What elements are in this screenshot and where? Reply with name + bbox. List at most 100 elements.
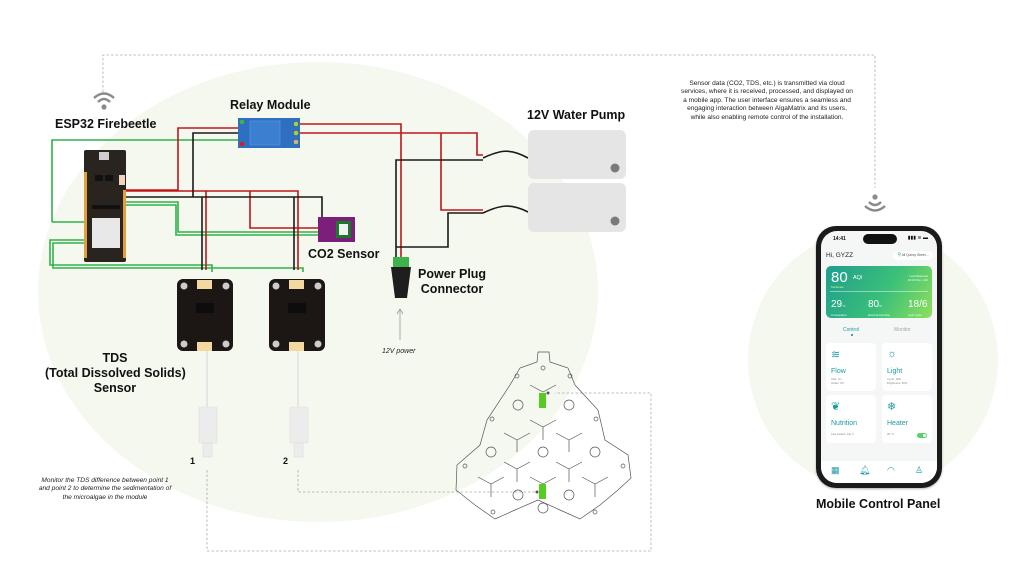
stat-humidity: 80% External Humidity — [868, 294, 890, 317]
water-pump-2 — [528, 183, 626, 232]
card-sub-line: Last Added: July 1 — [831, 432, 854, 436]
tab-control[interactable]: Control — [843, 327, 860, 333]
wifi-signal-icon — [863, 192, 887, 214]
aqi-card: 80 AQI Moderate Last Measured 10:00 Mon,… — [826, 266, 932, 318]
wire-black — [192, 132, 240, 197]
tds-sensor-board-1 — [177, 279, 233, 351]
wire-black — [395, 159, 483, 260]
power-input-label: 12V power — [382, 348, 416, 355]
status-icons: ▮▮▮ ≋ ▬ — [907, 235, 928, 241]
dashboard-icon[interactable]: ▦ — [831, 465, 840, 475]
wire-black — [396, 212, 483, 248]
tds-note-line: and point 2 to determine the sedimentati… — [38, 485, 172, 493]
tds-label-line3: Sensor — [93, 381, 137, 395]
card-subtitle: 28 °C — [887, 432, 895, 437]
sensor-slot-2 — [539, 484, 546, 499]
headset-icon[interactable]: ◠ — [887, 465, 895, 475]
card-nutrition[interactable]: ❦ Nutrition Last Added: July 1 — [826, 395, 876, 443]
wire-black — [108, 196, 323, 225]
cloud-caption: Sensor data (CO2, TDS, etc.) is transmit… — [652, 80, 882, 122]
location-pin-icon: ⚲ — [897, 252, 901, 258]
stat-label: Light Cycle — [908, 313, 922, 317]
bell-icon[interactable]: 🔔︎ — [859, 465, 871, 475]
cloud-caption-line: Sensor data (CO2, TDS, etc.) is transmit… — [689, 80, 845, 87]
power-plug-label: Power Plug Connector — [418, 267, 486, 297]
cloud-caption-line: while also enabling remote control of th… — [690, 113, 844, 121]
bottom-nav: ▦ 🔔︎ ◠ ♙ — [821, 461, 937, 483]
phone-mockup: 14:41 ▮▮▮ ≋ ▬ Hi, GYZZ ⚲ All Quincy Stre… — [816, 226, 942, 488]
wire-red — [249, 191, 322, 229]
card-title: Light — [887, 368, 903, 375]
relay-module-board — [238, 118, 300, 148]
algae-module-panel — [455, 351, 632, 520]
card-sub-line: Outlet: Off — [831, 380, 844, 385]
aqi-value: 80 — [831, 269, 848, 286]
tds-note-line: Monitor the TDS difference between point… — [41, 477, 169, 484]
phone-screen: 14:41 ▮▮▮ ≋ ▬ Hi, GYZZ ⚲ All Quincy Stre… — [821, 231, 937, 483]
card-sub-line: Inlet: On — [831, 377, 842, 381]
stat-value: 18/6 — [908, 299, 928, 310]
stat-unit: % — [879, 304, 882, 308]
wire-red — [300, 123, 402, 260]
tds-point1-link — [206, 392, 652, 552]
esp32-label: ESP32 Firebeetle — [55, 117, 157, 131]
stat-label: External Humidity — [868, 313, 890, 317]
card-sub-line: Cycle: 18/6 — [887, 377, 901, 381]
wire-green — [52, 242, 304, 272]
cloud-link-dashed — [102, 54, 876, 188]
stat-value: 29 — [831, 299, 843, 310]
power-plug-label-line2: Connector — [420, 282, 484, 296]
wire-red — [206, 190, 299, 270]
tab-monitor[interactable]: Monitor — [894, 327, 911, 333]
water-pump-1 — [528, 130, 626, 179]
wire-black — [482, 150, 529, 159]
flow-waves-icon: ≋ — [831, 349, 841, 361]
card-title: Flow — [831, 368, 846, 375]
card-title: Nutrition — [831, 420, 858, 427]
card-heater[interactable]: ❄ Heater 28 °C — [882, 395, 932, 443]
wire-green — [108, 204, 322, 236]
status-time: 14:41 — [833, 236, 846, 242]
wire-red — [440, 133, 483, 211]
wire-green — [51, 139, 240, 222]
location-chip[interactable]: ⚲ All Quincy Street,... — [893, 251, 933, 260]
stat-unit: °C — [842, 304, 846, 308]
power-plug-label-line1: Power Plug — [418, 267, 487, 281]
aqi-divider — [830, 291, 928, 292]
water-pump-label: 12V Water Pump — [527, 108, 626, 122]
point-1-label: 1 — [190, 456, 196, 466]
snowflake-icon: ❄ — [887, 401, 897, 413]
tds-note-line: the microalgae in the module — [62, 493, 148, 501]
y-channels — [477, 384, 609, 497]
wire-black — [482, 205, 529, 214]
wire-red — [108, 127, 240, 191]
tds-sensor-label: TDS (Total Dissolved Solids) Sensor — [45, 351, 186, 396]
last-measured-time: 10:00 Mon, 14th — [907, 277, 928, 282]
profile-icon[interactable]: ♙ — [915, 465, 924, 475]
power-plug-connector — [391, 257, 411, 298]
tds-note-caption: Monitor the TDS difference between point… — [30, 477, 180, 502]
card-sub-line: Brightness: 80% — [887, 380, 908, 385]
location-text: All Quincy Street,... — [901, 253, 929, 257]
heater-toggle[interactable] — [917, 433, 927, 438]
active-tab-indicator — [851, 334, 853, 336]
tds-label-line2: (Total Dissolved Solids) — [45, 366, 186, 380]
mobile-panel-label: Mobile Control Panel — [816, 497, 941, 511]
stat-light-cycle: 18/6 Light Cycle — [908, 294, 927, 317]
co2-sensor-label: CO2 Sensor — [308, 247, 380, 261]
tds-probe-1 — [198, 351, 218, 458]
sun-icon: ☼ — [887, 348, 898, 360]
greeting: Hi, GYZZ — [826, 252, 854, 259]
tds-sensor-board-2 — [269, 279, 325, 351]
dynamic-island — [863, 234, 897, 244]
card-sub-line: 28 °C — [887, 432, 895, 436]
tds-label-line1: TDS — [102, 351, 128, 365]
stat-label: Temperature — [831, 313, 847, 317]
cloud-caption-line: services, where it is received, processe… — [681, 88, 853, 96]
cloud-caption-line: a mobile app. The user interface ensures… — [683, 96, 851, 104]
leaf-icon: ❦ — [831, 401, 841, 413]
